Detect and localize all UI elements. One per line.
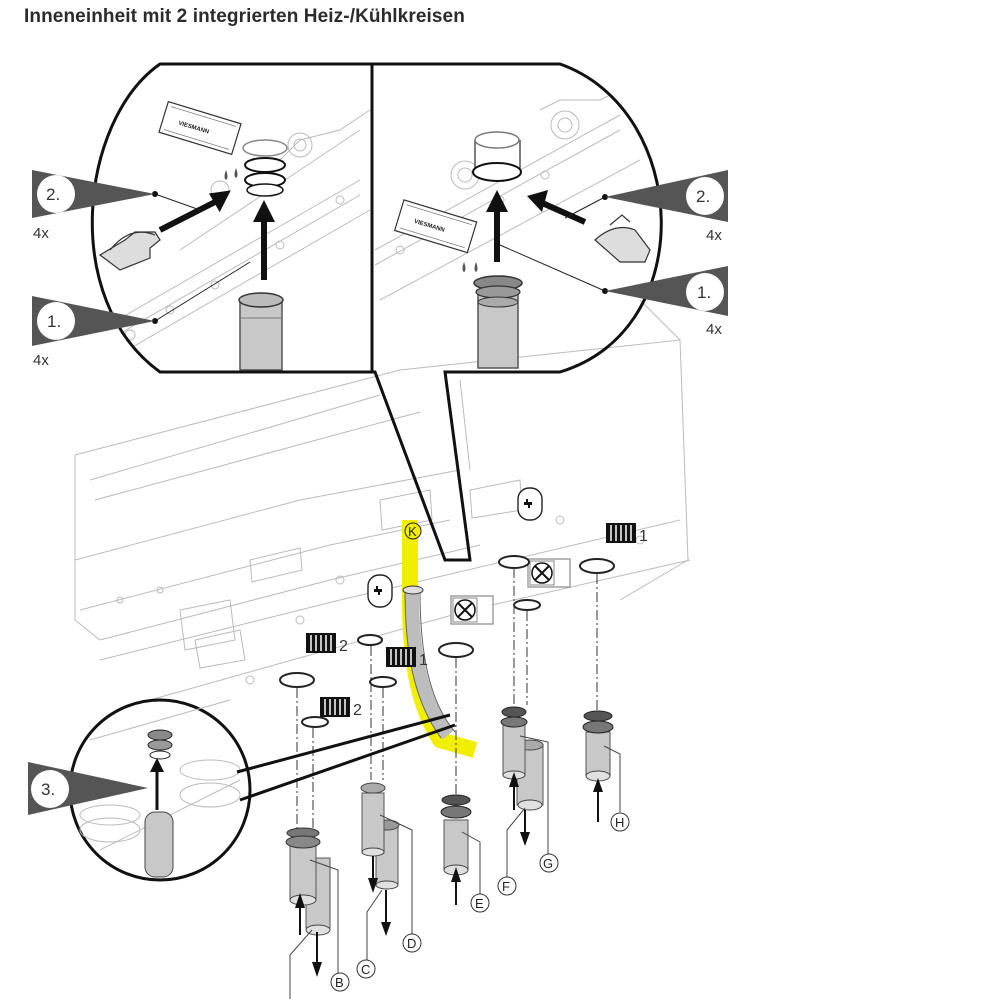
svg-text:4x: 4x [33, 352, 49, 369]
connection-pipe-B [285, 827, 339, 999]
connection-pipe-FG [500, 706, 549, 878]
connection-pipe-CD [360, 782, 413, 962]
step-callout-1-left: 1. 4x [32, 296, 155, 369]
guide-lines [296, 568, 598, 830]
step-callout-2-right: 2. 4x [605, 170, 728, 244]
connection-pipe-H [582, 710, 621, 822]
svg-text:1: 1 [639, 528, 648, 545]
radiator-icon: 2 [306, 633, 348, 655]
pipe-right [473, 275, 523, 369]
fan-coil-icon [527, 558, 571, 588]
radiator-icon: 2 [320, 697, 362, 719]
svg-text:C: C [361, 962, 370, 977]
svg-text:3.: 3. [41, 780, 55, 799]
svg-text:D: D [407, 936, 416, 951]
svg-text:H: H [615, 815, 624, 830]
svg-text:2.: 2. [46, 185, 60, 204]
dhw-tank-icon [367, 574, 393, 608]
svg-text:4x: 4x [33, 225, 49, 242]
svg-text:1.: 1. [697, 283, 711, 302]
svg-text:4x: 4x [706, 227, 722, 244]
lubricant-drop [234, 168, 238, 178]
svg-text:2.: 2. [696, 187, 710, 206]
detail-right: VIESMANN [374, 89, 651, 369]
fitting-socket-right [472, 131, 522, 182]
svg-text:1: 1 [419, 652, 428, 669]
label-C: C [356, 959, 376, 979]
fan-coil-icon [450, 595, 494, 625]
label-G: G [539, 853, 559, 873]
label-B: B [330, 972, 350, 992]
step-callout-1-right: 1. 4x [605, 266, 728, 338]
lubricant-sachet-left: VIESMANN [158, 100, 242, 156]
svg-text:4x: 4x [706, 321, 722, 338]
pipe-left [238, 292, 284, 371]
lubricant-drop [224, 170, 228, 180]
svg-text:K: K [408, 524, 417, 539]
dhw-tank-icon [517, 487, 543, 521]
label-D: D [402, 933, 422, 953]
step-callout-3: 3. [28, 762, 148, 815]
label-F: F [497, 876, 517, 896]
svg-text:F: F [502, 879, 510, 894]
lubricant-sachet-right: VIESMANN [393, 199, 478, 254]
detail-left: VIESMANN [98, 100, 371, 371]
retaining-clip-left [98, 231, 161, 271]
insert-clip-arrow [158, 199, 217, 233]
page-title: Inneneinheit mit 2 integrierten Heiz-/Kü… [24, 6, 465, 27]
radiator-icon: 1 [386, 647, 428, 669]
unit-sockets [279, 555, 615, 728]
svg-text:E: E [475, 896, 484, 911]
svg-text:2: 2 [353, 702, 362, 719]
svg-text:G: G [543, 856, 553, 871]
label-K: K [404, 522, 422, 540]
svg-text:B: B [335, 975, 344, 990]
fitting-socket-left [242, 139, 288, 197]
detail-bottom [68, 698, 456, 882]
magnifier-outline [90, 62, 663, 562]
label-H: H [610, 812, 630, 832]
insert-clip-arrow [538, 199, 587, 225]
svg-text:1.: 1. [47, 312, 61, 331]
step-callout-2-left: 2. 4x [32, 170, 155, 242]
label-E: E [470, 893, 490, 913]
radiator-icon: 1 [606, 523, 648, 545]
retaining-clip-right [594, 214, 651, 263]
svg-text:2: 2 [339, 638, 348, 655]
connection-pipe-E [440, 794, 481, 905]
